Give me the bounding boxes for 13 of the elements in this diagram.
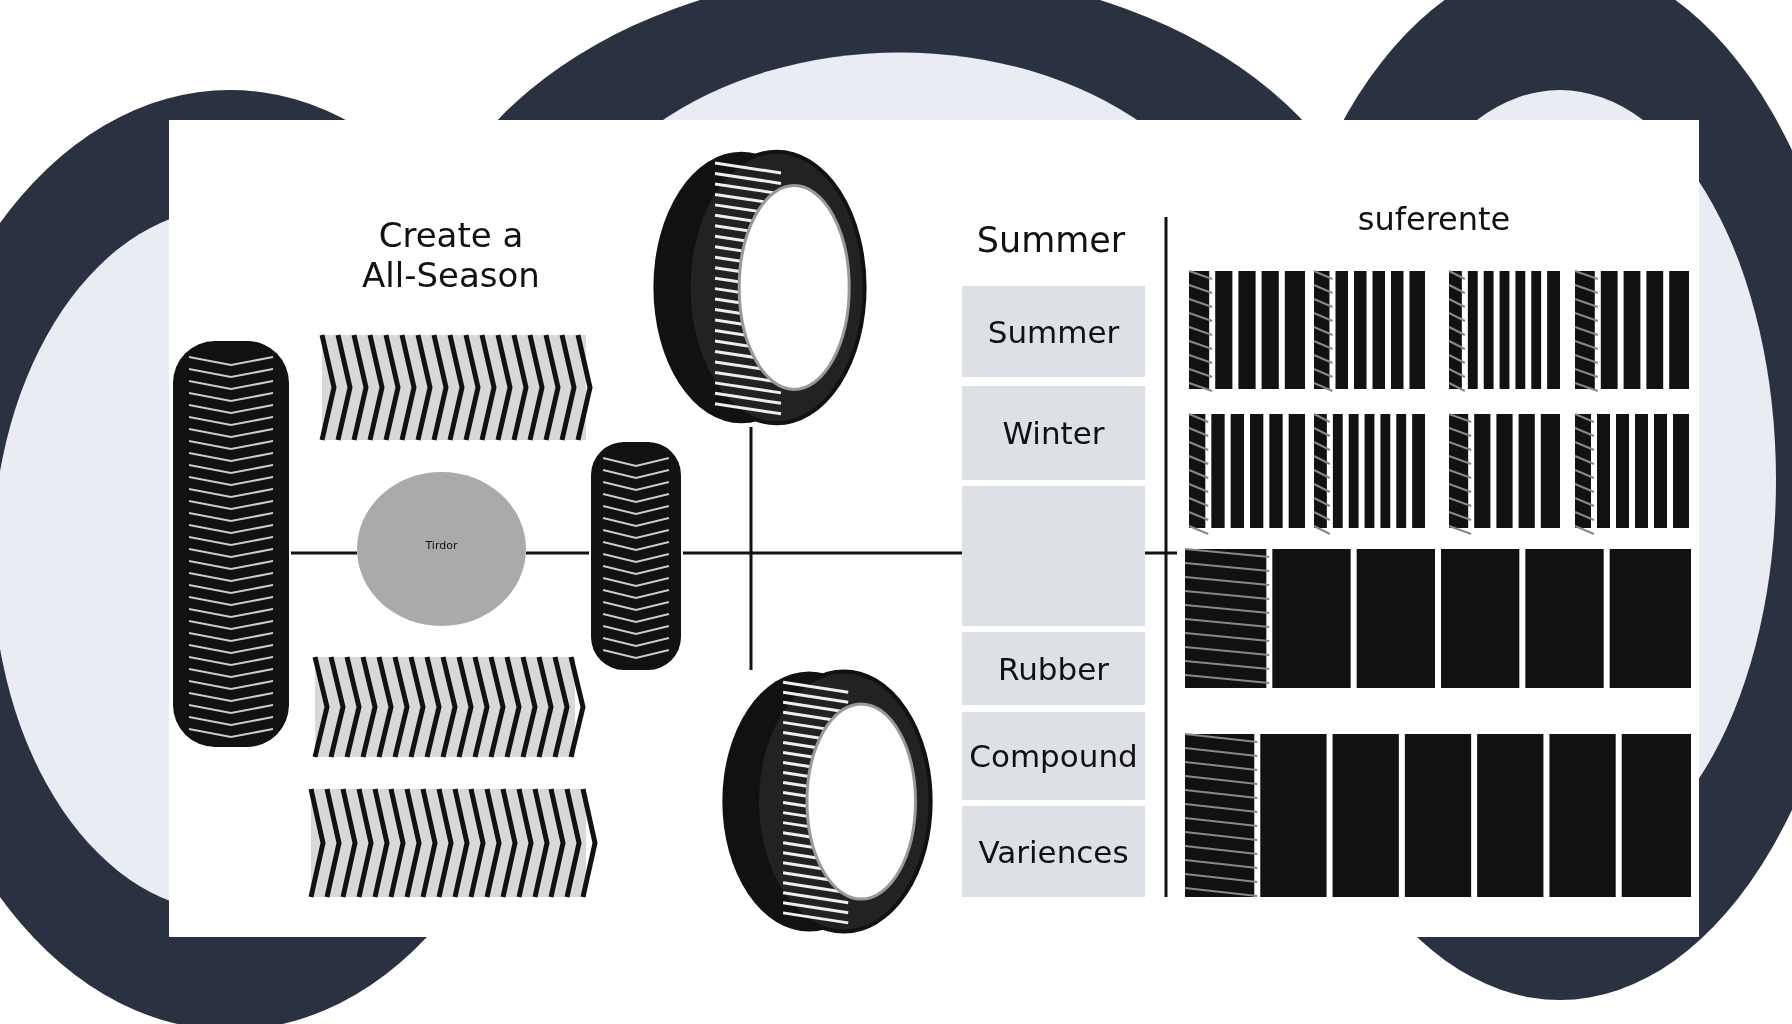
category-box: Compound (962, 712, 1145, 800)
empty-box (962, 486, 1145, 626)
category-box: Variences (962, 806, 1145, 897)
category-box: Summer (962, 286, 1145, 377)
node-label: Tirdor (424, 539, 459, 552)
connector-line (291, 551, 357, 555)
connector-line (526, 551, 589, 555)
heading: Create a All-Season (361, 215, 541, 295)
category-box: Rubber (962, 632, 1145, 705)
category-box: Winter (962, 386, 1145, 480)
column-heading: suferente (1356, 200, 1512, 238)
connector-line (749, 427, 753, 670)
column-heading: Summer (975, 220, 1127, 260)
